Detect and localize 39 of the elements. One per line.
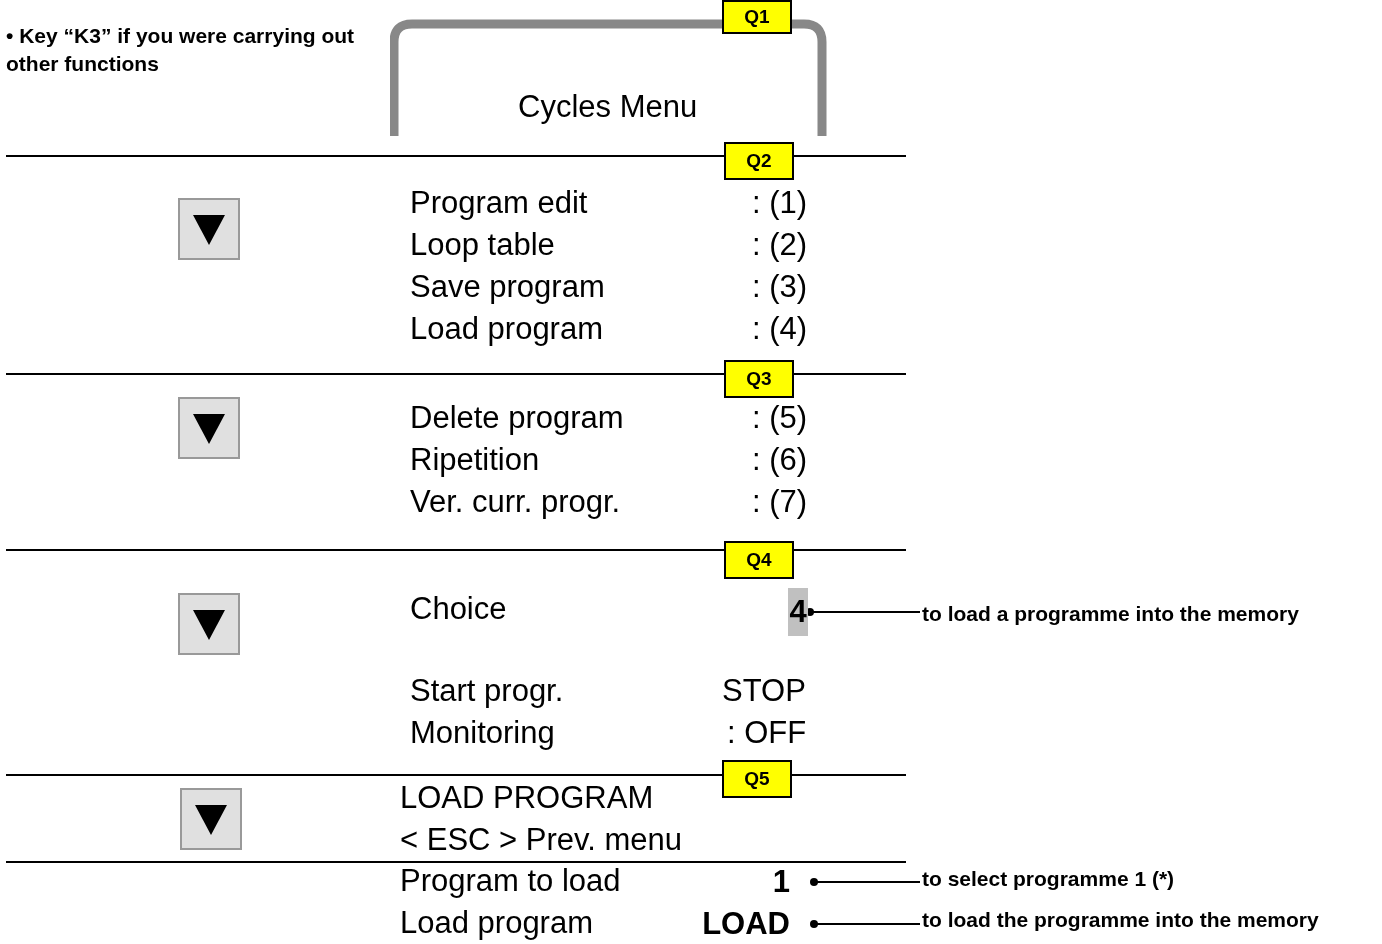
menu-item-text: Choice	[410, 592, 507, 626]
menu-item-text: : OFF	[727, 716, 807, 750]
value-text: 1	[760, 862, 812, 902]
menu-item-text: Load program	[410, 312, 603, 346]
screen-tag: Q3	[724, 360, 794, 398]
menu-item-text: Save program	[410, 270, 605, 304]
menu-item-text: Ripetition	[410, 443, 540, 477]
menu-item-text: : (7)	[752, 485, 808, 519]
menu-item-text: : (3)	[752, 270, 808, 304]
instruction-note: • Key “K3” if you were carrying out other functions	[6, 23, 356, 77]
menu-item-text: < ESC > Prev. menu	[400, 823, 682, 857]
selected-value: 4	[788, 588, 808, 636]
value-text: LOAD	[690, 904, 812, 944]
note-text: to select programme 1 (*)	[922, 866, 1175, 892]
menu-item-text: : (5)	[752, 401, 808, 435]
menu-item-text: Ver. curr. progr.	[410, 485, 621, 519]
menu-item-text: : (4)	[752, 312, 808, 346]
leader-line	[810, 878, 921, 886]
note-text: to load a programme into the memory	[922, 601, 1299, 627]
menu-item-text: Program edit	[410, 186, 588, 220]
menu-item-text: Delete program	[410, 401, 624, 435]
menu-title: Cycles Menu	[518, 90, 698, 124]
screen-tag: Q5	[722, 760, 792, 798]
leader-line	[810, 920, 921, 928]
menu-item-text: STOP	[722, 674, 806, 708]
menu-header-frame	[390, 0, 830, 136]
menu-item-text: Load program	[400, 906, 593, 940]
note-text: to load the programme into the memory	[922, 907, 1319, 933]
menu-item-text: Monitoring	[410, 716, 555, 750]
menu-item-text: : (6)	[752, 443, 808, 477]
screen-tag: Q2	[724, 142, 794, 180]
menu-item-text: : (2)	[752, 228, 808, 262]
menu-item-text: LOAD PROGRAM	[400, 781, 654, 815]
menu-item-text: Loop table	[410, 228, 555, 262]
screen-tag: Q1	[722, 0, 792, 34]
menu-item-text: Program to load	[400, 864, 621, 898]
menu-item-text: : (1)	[752, 186, 808, 220]
screen-tag: Q4	[724, 541, 794, 579]
menu-item-text: Start progr.	[410, 674, 564, 708]
